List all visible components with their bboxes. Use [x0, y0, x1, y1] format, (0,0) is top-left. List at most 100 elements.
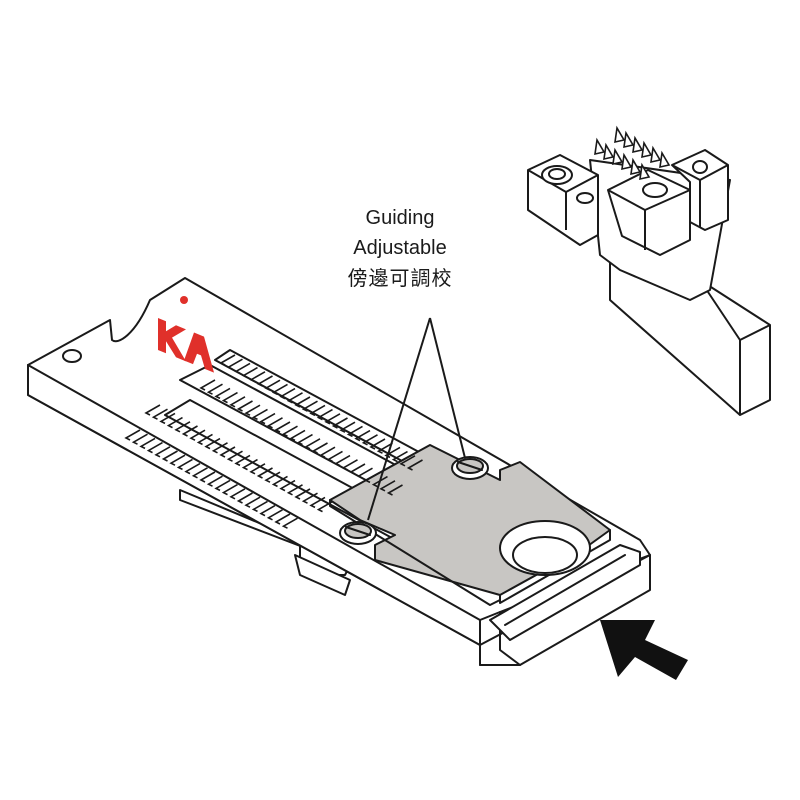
- feed-tooth: [319, 446, 336, 458]
- feed-tooth: [341, 459, 358, 471]
- plate-left-hole: [62, 349, 82, 363]
- feed-tooth: [379, 480, 396, 492]
- feed-tooth: [181, 425, 198, 437]
- feed-tooth: [241, 366, 258, 379]
- feed-tooth: [166, 416, 183, 429]
- feed-dog-tooth: [659, 150, 671, 169]
- feed-tooth: [251, 408, 268, 421]
- feed-tooth: [191, 467, 208, 479]
- feed-tooth: [236, 400, 253, 412]
- feed-tooth: [249, 371, 266, 383]
- feed-tooth: [196, 433, 213, 446]
- feed-tooth: [294, 488, 311, 500]
- screw-upper: [451, 456, 489, 480]
- arrow-icon: [600, 620, 688, 680]
- feed-tooth: [349, 463, 366, 475]
- feed-tooth: [309, 496, 326, 509]
- feed-tooth: [219, 354, 236, 366]
- feed-dog-tooth: [639, 162, 651, 181]
- feed-tooth: [219, 446, 236, 458]
- feed-tooth: [304, 438, 321, 450]
- feed-tooth: [356, 467, 373, 479]
- feed-tooth: [251, 500, 268, 513]
- feed-tooth: [199, 379, 216, 391]
- feed-tooth: [131, 433, 148, 445]
- logo-mark: [158, 318, 214, 373]
- feed-tooth: [271, 383, 288, 396]
- feed-tooth: [369, 438, 386, 450]
- feed-tooth: [316, 408, 333, 421]
- feed-tooth: [234, 454, 251, 467]
- feed-dog-tooth: [632, 135, 644, 154]
- feed-dog-part: [527, 149, 771, 416]
- feed-tooth: [334, 454, 351, 467]
- feed-tooth: [286, 484, 303, 496]
- feed-tooth: [371, 475, 388, 488]
- feed-tooth: [229, 396, 246, 408]
- feed-tooth: [176, 458, 193, 471]
- feed-tooth: [301, 492, 318, 504]
- feed-tooth: [281, 425, 298, 437]
- logo-dot: [180, 296, 188, 304]
- feed-dog-tooth: [614, 125, 626, 144]
- feed-tooth: [384, 446, 401, 459]
- callout-line-3: 傍邊可調校: [347, 266, 453, 290]
- feed-tooth: [274, 513, 291, 525]
- feed-tooth: [311, 442, 328, 454]
- feed-tooth: [221, 483, 238, 496]
- callout-line-2: Adjustable: [353, 237, 447, 259]
- feed-dog-tooth: [641, 140, 653, 159]
- feed-dog-tooth: [612, 147, 624, 166]
- feed-tooth: [226, 358, 243, 370]
- feed-tooth: [264, 379, 281, 391]
- feed-dog-tooth: [621, 152, 633, 171]
- feed-tooth: [286, 392, 303, 404]
- feed-tooth: [226, 450, 243, 462]
- feed-tooth: [124, 429, 141, 441]
- feed-tooth: [376, 442, 393, 454]
- feed-tooth: [309, 404, 326, 417]
- feed-tooth: [386, 484, 403, 496]
- feed-tooth: [339, 421, 356, 433]
- feed-tooth: [399, 455, 416, 467]
- feed-tooth: [256, 467, 273, 479]
- feed-tooth: [206, 383, 223, 395]
- feed-tooth: [264, 471, 281, 483]
- feed-tooth: [199, 471, 216, 483]
- feed-tooth: [221, 391, 238, 404]
- feed-tooth: [236, 492, 253, 504]
- feed-tooth: [211, 442, 228, 454]
- feed-tooth: [259, 504, 276, 517]
- feed-tooth: [244, 496, 261, 508]
- feed-dog-tooth: [594, 137, 606, 156]
- feed-tooth: [354, 429, 371, 442]
- callout-line-1: Guiding: [365, 207, 435, 229]
- feed-tooth: [229, 488, 246, 500]
- feed-tooth: [296, 433, 313, 446]
- feed-tooth: [206, 475, 223, 487]
- feed-tooth: [326, 450, 343, 463]
- feed-tooth: [259, 412, 276, 425]
- feed-tooth: [361, 434, 378, 446]
- feed-tooth: [169, 454, 186, 466]
- feed-tooth: [174, 421, 191, 433]
- feed-tooth: [146, 441, 163, 454]
- feed-tooth: [249, 463, 266, 475]
- feed-tooth: [271, 475, 288, 488]
- feed-tooth: [154, 446, 171, 458]
- feed-tooth: [214, 479, 231, 492]
- feed-tooth: [266, 509, 283, 521]
- feed-tooth: [159, 412, 176, 425]
- feed-tooth: [279, 387, 296, 400]
- feed-tooth: [234, 362, 251, 375]
- feed-tooth: [161, 450, 178, 462]
- feed-tooth: [406, 459, 423, 471]
- feed-tooth: [214, 387, 231, 400]
- feed-tooth: [289, 429, 306, 442]
- feed-tooth: [391, 450, 408, 463]
- feed-tooth: [301, 400, 318, 412]
- screw-lower: [339, 521, 377, 545]
- feed-tooth: [256, 375, 273, 387]
- feed-dog-tooth: [603, 142, 615, 161]
